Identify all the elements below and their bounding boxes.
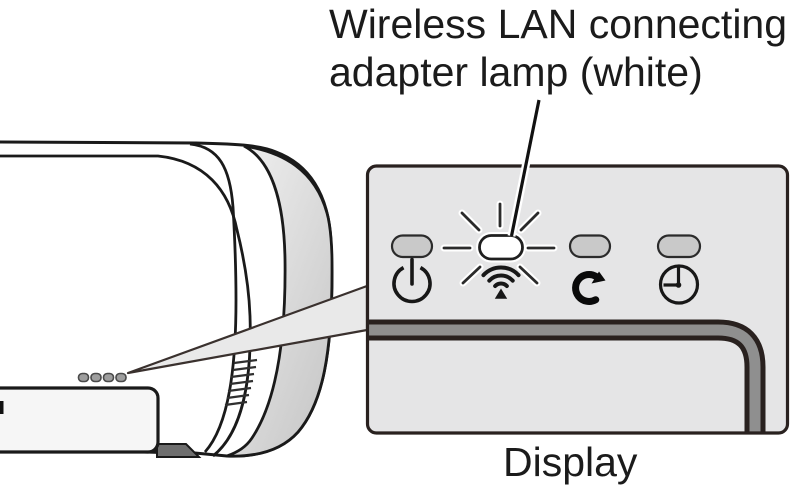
title-pointer-line [507, 99, 543, 237]
display-caption-label: Display [503, 439, 638, 485]
lamp-row [390, 232, 702, 263]
callout-title-line1: Wireless LAN connecting [329, 1, 788, 47]
econavi-lamp [568, 234, 612, 259]
unit-end-cap [226, 144, 334, 458]
panel-seam-line [0, 154, 252, 458]
vent-slats [224, 358, 258, 407]
bottom-flap [0, 386, 160, 454]
indoor-unit [0, 140, 334, 458]
indicator-dot [102, 372, 115, 383]
power-icon [392, 257, 432, 304]
display-panel [365, 164, 790, 435]
indicator-dot [77, 372, 90, 383]
indicator-dot [115, 372, 127, 383]
glow-rays [440, 200, 558, 287]
indicator-dot [90, 372, 102, 383]
wireless-lan-lamp [478, 234, 524, 261]
clock-icon [658, 264, 700, 305]
callout-title: Wireless LAN connecting adapter lamp (wh… [329, 0, 787, 96]
panel-border [365, 164, 790, 435]
indicator-dots [77, 372, 127, 383]
econavi-icon [572, 271, 606, 305]
power-lamp [390, 234, 434, 259]
wifi-icon [481, 265, 521, 299]
timer-lamp [656, 234, 702, 259]
callout-title-line2: adapter lamp (white) [329, 49, 703, 95]
bottom-shadow-piece [156, 443, 202, 458]
flap-edge-notch [0, 401, 4, 414]
front-panel-edge-line [189, 142, 238, 453]
panel-body-band [369, 319, 766, 432]
